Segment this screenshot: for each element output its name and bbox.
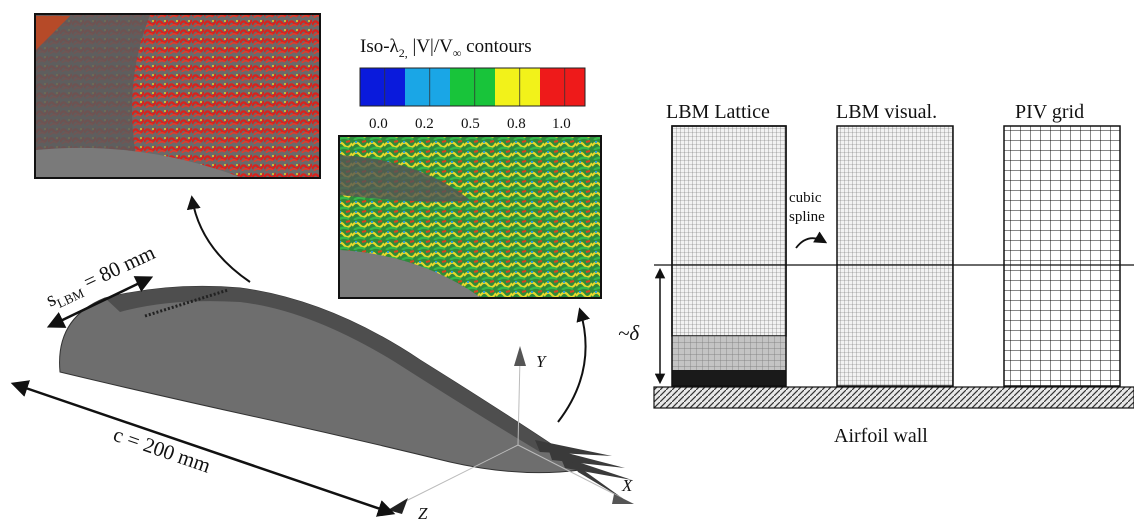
colorbar-tick-label: 0.5 <box>461 116 480 132</box>
airfoil-figure: Y X Z sLBM = 80 mm c = 200 mm <box>10 195 634 522</box>
colorbar-swatch <box>360 68 405 106</box>
colorbar-tick-label: 0.0 <box>369 116 388 132</box>
panel-title-lbm-lattice: LBM Lattice <box>666 101 770 123</box>
delta-label: ~δ <box>618 321 640 345</box>
colorbar-tick-label: 0.2 <box>415 116 434 132</box>
colorbar-tick-label: 0.8 <box>507 116 526 132</box>
panel-title-lbm-visual: LBM visual. <box>836 101 937 123</box>
colorbar-tick-label: 1.0 <box>552 116 571 132</box>
colorbar-swatch <box>450 68 495 106</box>
colorbar: Iso-λ2, |V|/V∞ contours 0.0 0.2 0.5 0.8 … <box>359 36 586 132</box>
span-arrow <box>46 276 154 328</box>
callout-arrow-top <box>186 195 251 283</box>
colorbar-swatch <box>405 68 450 106</box>
piv-grid-column <box>1003 125 1121 387</box>
chord-label: c = 200 mm <box>110 422 213 478</box>
panel-title-piv-grid: PIV grid <box>1015 101 1084 123</box>
inset-vortex-trailing <box>338 135 602 299</box>
grid-schematic: LBM Lattice LBM visual. PIV grid cubic s… <box>618 101 1134 447</box>
trailing-edge-serrations <box>535 440 632 500</box>
colorbar-title: Iso-λ2, |V|/V∞ contours <box>360 36 532 60</box>
callout-arrow-trailing <box>557 307 590 423</box>
inset-vortex-leading <box>34 13 321 179</box>
spline-arrow <box>795 231 828 249</box>
colorbar-swatch <box>495 68 540 106</box>
axis-label-x: X <box>621 476 633 495</box>
lbm-visual-column <box>836 125 954 387</box>
colorbar-ticks: 0.0 0.2 0.5 0.8 1.0 <box>369 116 571 132</box>
spline-label-line1: cubic <box>789 190 822 206</box>
spline-label-line2: spline <box>789 209 825 225</box>
airfoil-wall <box>653 386 1134 409</box>
axis-label-z: Z <box>418 504 428 522</box>
colorbar-border <box>359 67 586 107</box>
lbm-span-strip <box>144 288 229 318</box>
lbm-lattice-column <box>671 125 787 387</box>
chord-arrow <box>10 380 396 517</box>
axis-label-y: Y <box>536 352 547 371</box>
wall-label: Airfoil wall <box>834 425 928 447</box>
colorbar-swatch <box>540 68 585 106</box>
colorbar-swatches <box>359 67 586 107</box>
